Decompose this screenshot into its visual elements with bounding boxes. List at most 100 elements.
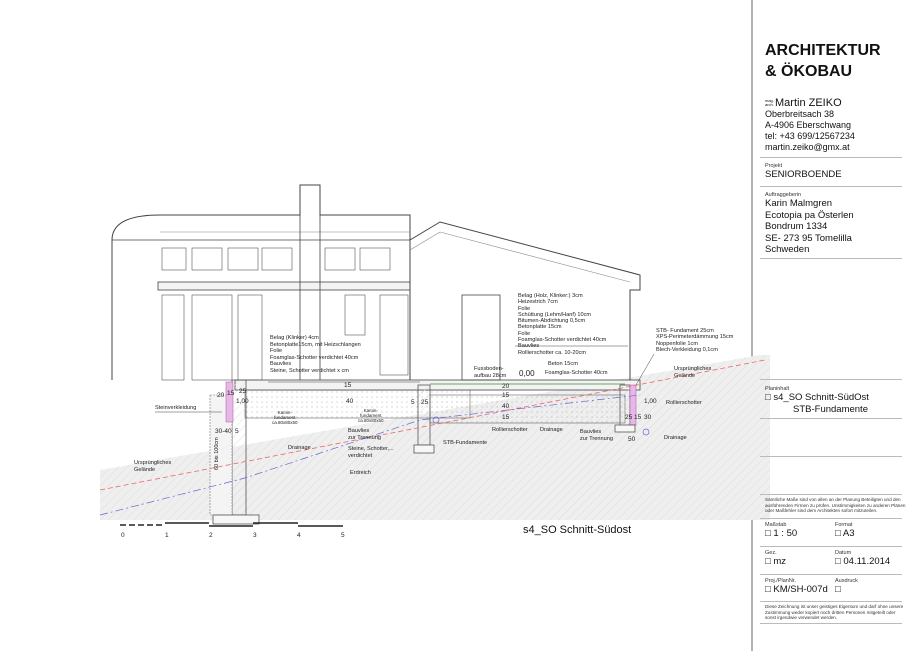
text-line: ca.80x80x50: [272, 420, 298, 425]
right-building-outline: [409, 221, 641, 380]
clerestory-windows: [161, 247, 391, 271]
scale-tick: 1: [165, 532, 169, 539]
ausdruck-field: Ausdruck□: [835, 578, 905, 596]
right-layer-spec: STB- Fundament 25cm XPS-Perimeterdämmung…: [656, 328, 733, 353]
text-line: Steine, Schotter,...: [348, 446, 394, 452]
layer-text: Steine, Schotter verdichtet x cm: [270, 367, 349, 374]
text-line: Bauvlies: [348, 428, 370, 434]
layer-text: Folie: [518, 330, 531, 337]
text-line: Schweden: [765, 244, 810, 255]
text-line: verdichtet: [348, 452, 373, 459]
layer-text: Bauvlies: [518, 343, 540, 350]
text-line: & ÖKOBAU: [765, 63, 853, 80]
text-line: □ 1 : 50: [765, 528, 798, 539]
text-line: STB-Fundamente: [793, 403, 868, 415]
layer-text: Betonplatte 15cm: [518, 324, 562, 331]
insulation-left: [225, 381, 234, 423]
text-line: Format: [835, 522, 853, 528]
left-building-outline: [111, 184, 411, 380]
layer-text: Belag (Holz, Klinker:) 3cm: [518, 293, 583, 299]
text-line: zur Trennung: [580, 435, 613, 442]
text-line: fundament: [274, 415, 296, 420]
text-line: Fussboden-: [474, 366, 504, 372]
layer-text: Belag (Klinker) 4cm: [270, 335, 319, 341]
dim: 40: [346, 398, 354, 405]
text-line: Ausdruck: [835, 578, 858, 584]
label-rollierschotter-right: Rollierschotter: [666, 400, 702, 406]
label-drainage-mid: Drainage: [540, 427, 563, 433]
scale-tick: 3: [253, 532, 257, 539]
text-line: □ A3: [835, 528, 855, 539]
dim: 1,00: [236, 398, 249, 405]
dim: 5: [235, 428, 239, 435]
layer-text: Schüttung (Lehm/Hanf) 10cm: [518, 311, 592, 318]
label-drainage-left: Drainage: [288, 445, 311, 451]
text-line: Auftraggeberin: [765, 192, 802, 198]
scale-tick: 2: [209, 532, 213, 539]
text-line: Gez.: [765, 550, 777, 556]
scale-tick: 0: [121, 532, 125, 539]
text-line: Bauvlies: [580, 429, 602, 435]
right-door: [461, 294, 501, 381]
email: martin.zeiko@gmx.at: [765, 142, 850, 152]
scale-tick: 4: [297, 532, 301, 539]
text-line: □ s4_SO Schnitt-SüdOst: [765, 392, 869, 403]
original-terrain-line: [99, 359, 766, 491]
disclaimer-note: Sämtliche Maße sind von allen an der Pla…: [765, 497, 906, 514]
copyright-note: Diese Zeichnung ist unser geistiges Eige…: [765, 604, 904, 621]
text-line: Proj./PlanNr.: [765, 578, 796, 584]
layer-text: STB- Fundament 25cm: [656, 328, 714, 334]
middle-foundation: [417, 384, 431, 446]
layer-text: Foamglas-Schotter verdichtet 40cm: [518, 337, 607, 344]
layer-text: Blech-Verkleidung 0,1cm: [656, 346, 718, 353]
dim: 25: [625, 414, 633, 421]
text-line: Datum: [835, 550, 852, 556]
layer-text: Bauvlies: [270, 361, 292, 368]
dim: 15: [634, 414, 642, 421]
floor-slab: [234, 379, 641, 391]
dim: 15: [227, 390, 235, 397]
text-line: ca.80x80x50: [358, 418, 384, 423]
dim: 25: [421, 399, 429, 406]
text-line: Kamin-: [277, 410, 292, 415]
text-line: zur Trennung: [348, 434, 381, 441]
dim: 1,00: [644, 398, 657, 405]
text-line: □ KM/SH-007d: [765, 584, 828, 595]
dim: 30: [644, 414, 652, 421]
scale-tick: 5: [341, 532, 345, 539]
scale-bar: [120, 522, 343, 527]
label-fussbodenaufbau: Fussboden-aufbau 28cm: [474, 366, 506, 379]
layer-text: Foamglas-Schotter verdichtet 40cm: [270, 354, 359, 361]
layer-text: Rollierschotter ca. 10-20cm: [518, 349, 587, 356]
text-line: aufbau 28cm: [474, 372, 507, 379]
text-line: □: [835, 584, 841, 595]
label-drainage-right: Drainage: [664, 435, 687, 441]
layer-text: XPS-Perimeterdämmung 15cm: [656, 334, 734, 341]
dim: 25: [239, 388, 247, 395]
plannr-field: Proj./PlanNr.□ KM/SH-007d: [765, 578, 907, 596]
left-footing: [212, 514, 260, 525]
dim: 30-40: [215, 428, 232, 435]
text-line: Gelände: [674, 372, 696, 379]
text-line: Maßstab: [765, 522, 787, 528]
architect-prefix: mag. arch.: [765, 98, 774, 107]
dim: 15: [502, 392, 510, 399]
label-beton: Beton 15cm: [548, 361, 578, 367]
text-line: □ 04.11.2014: [835, 556, 891, 567]
label-steine: Steine, Schotter,...verdichtet: [348, 446, 394, 459]
label-stb-fundamente: STB-Fundamente: [443, 440, 488, 446]
dim: 15: [344, 382, 352, 389]
label-rollierschotter-mid: Rollierschotter: [492, 427, 528, 433]
text-line: SE- 273 95 Tomelilla: [765, 232, 852, 244]
dim: 15: [502, 414, 510, 421]
layer-text: Folie: [518, 305, 531, 312]
label-60-bis-100: 60 bis 100cm: [214, 437, 220, 470]
level-marker: 0,00: [519, 369, 535, 378]
text-line: tel: +43 699/12567234: [765, 131, 855, 141]
